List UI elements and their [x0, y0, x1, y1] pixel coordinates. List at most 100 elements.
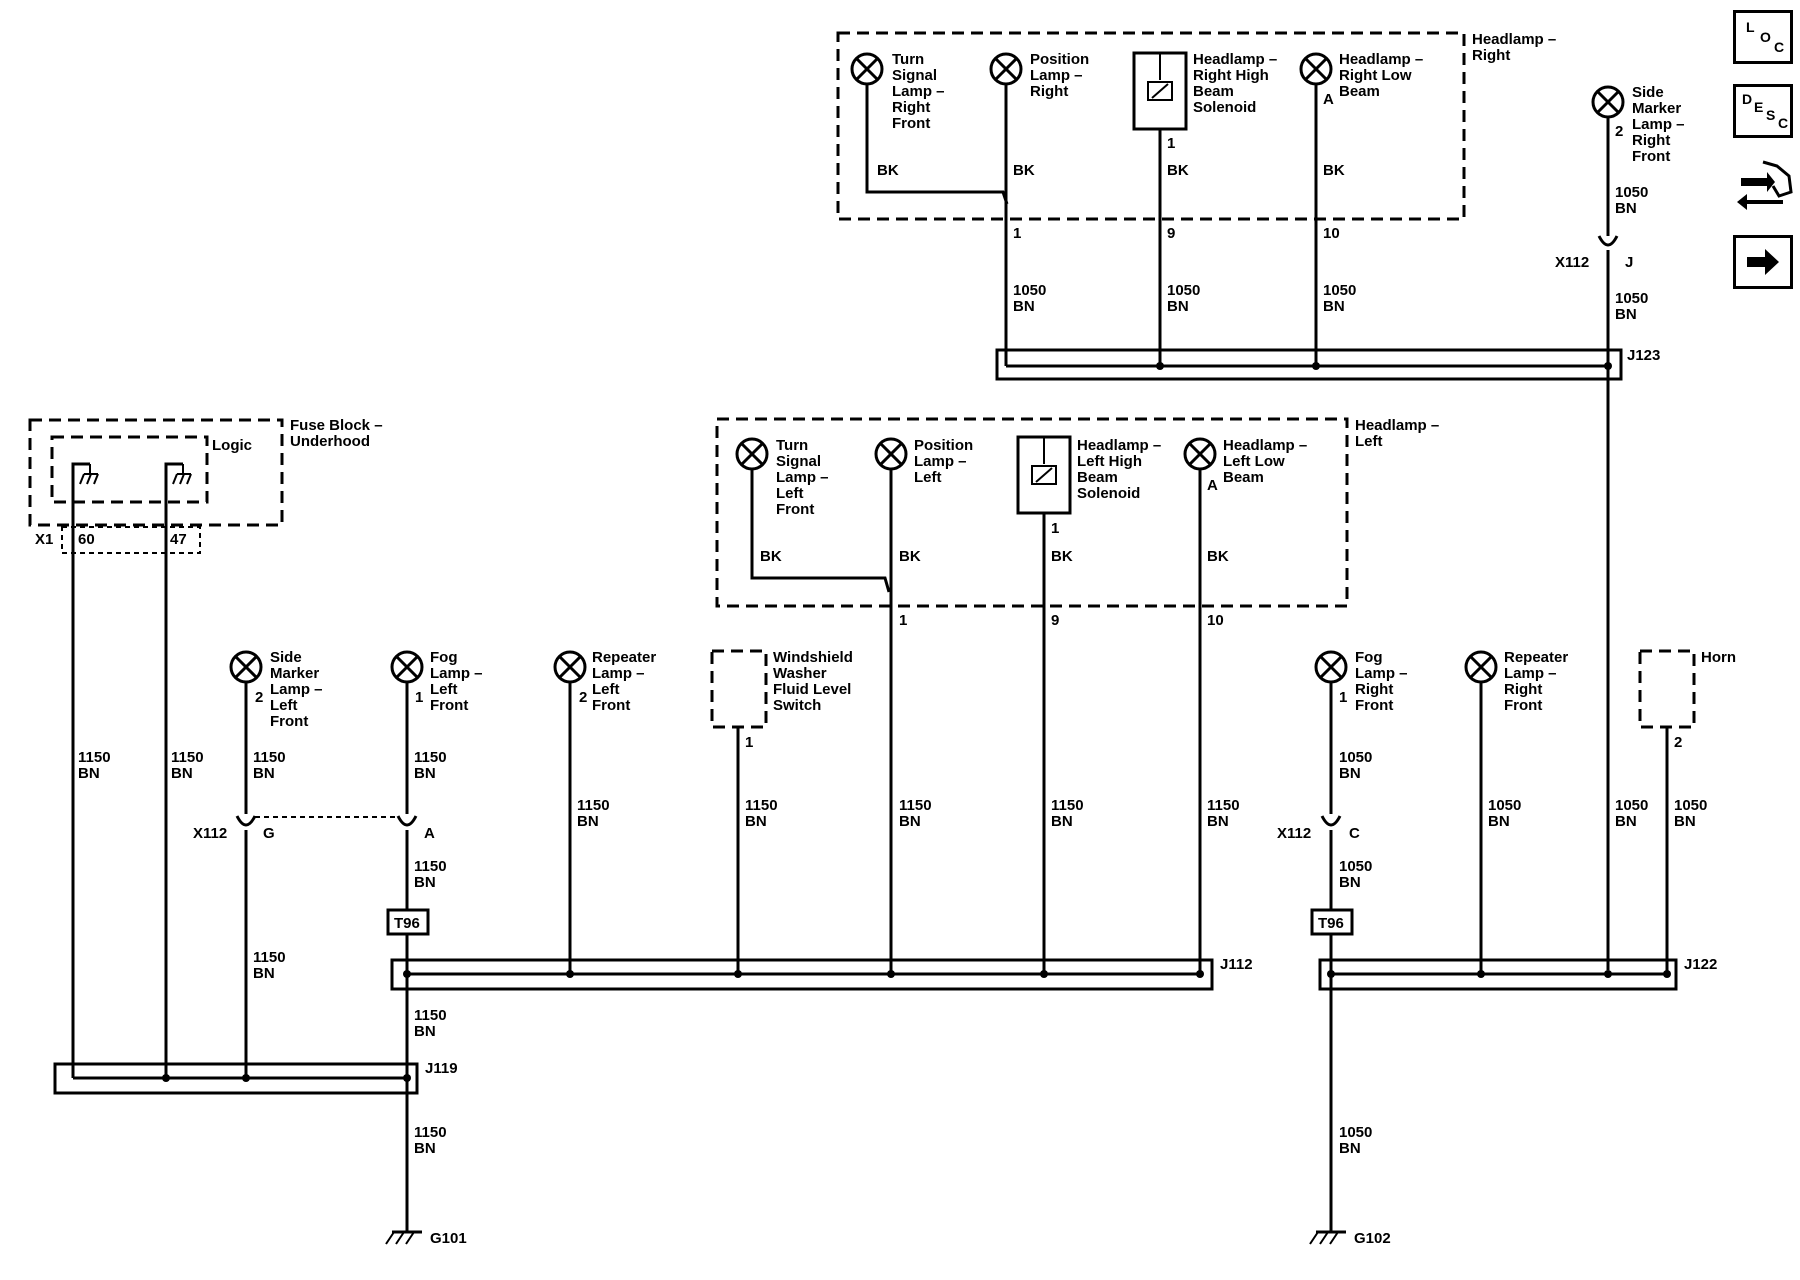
- svg-text:A: A: [424, 825, 435, 842]
- t96-label-right: T96: [1318, 915, 1344, 932]
- location-view-button[interactable]: L O C: [1733, 10, 1793, 64]
- svg-text:9: 9: [1167, 225, 1175, 242]
- svg-text:10: 10: [1207, 612, 1224, 629]
- svg-text:1: 1: [899, 612, 907, 629]
- svg-text:Logic: Logic: [212, 437, 252, 454]
- svg-text:1: 1: [1013, 225, 1021, 242]
- arrow-right-icon: [1747, 249, 1779, 275]
- svg-text:J123: J123: [1627, 347, 1660, 364]
- svg-text:X1: X1: [35, 531, 53, 548]
- splice-pack-j122: J122: [1318, 956, 1717, 991]
- svg-text:BK: BK: [1323, 162, 1345, 179]
- svg-text:BK: BK: [1051, 548, 1073, 565]
- svg-text:G102: G102: [1354, 1230, 1391, 1247]
- splice-pack-j112: J112: [390, 956, 1253, 991]
- desc-letter-c: C: [1778, 115, 1789, 131]
- desc-letter-s: S: [1766, 107, 1776, 123]
- description-view-button[interactable]: D E S C: [1733, 84, 1793, 138]
- desc-letter-d: D: [1742, 91, 1753, 107]
- loc-letter-o: O: [1760, 29, 1771, 45]
- svg-text:BK: BK: [1207, 548, 1229, 565]
- svg-text:BK: BK: [899, 548, 921, 565]
- svg-text:Fuse Block –Underhood: Fuse Block –Underhood: [290, 417, 383, 450]
- svg-text:60: 60: [78, 531, 95, 548]
- svg-text:1: 1: [1051, 520, 1059, 537]
- ground-g101: G101: [385, 1230, 467, 1247]
- loc-letter-c: C: [1774, 39, 1785, 55]
- svg-text:47: 47: [170, 531, 187, 548]
- svg-text:C: C: [1349, 825, 1360, 842]
- svg-text:Horn: Horn: [1701, 649, 1736, 666]
- svg-text:1: 1: [745, 734, 753, 751]
- diagnostic-repair-icon-button[interactable]: [1733, 156, 1793, 216]
- svg-text:J112: J112: [1220, 956, 1253, 973]
- svg-text:G: G: [263, 825, 275, 842]
- next-page-button[interactable]: [1733, 235, 1793, 289]
- svg-text:G101: G101: [430, 1230, 467, 1247]
- svg-text:2: 2: [1615, 123, 1623, 140]
- svg-text:A: A: [1207, 477, 1218, 494]
- svg-text:BK: BK: [1167, 162, 1189, 179]
- splice-pack-j123: J123: [995, 347, 1660, 381]
- desc-letter-e: E: [1754, 99, 1764, 115]
- svg-text:1: 1: [1167, 135, 1175, 152]
- svg-text:X112: X112: [1555, 254, 1589, 271]
- svg-text:X112: X112: [1277, 825, 1311, 842]
- headlamp-right-label: Headlamp –Right: [1472, 31, 1556, 64]
- svg-text:A: A: [1323, 91, 1334, 108]
- svg-text:9: 9: [1051, 612, 1059, 629]
- loc-letter-l: L: [1746, 19, 1755, 35]
- ground-g102: G102: [1309, 1230, 1391, 1247]
- fuse-block-underhood: Fuse Block –Underhood Logic X1 60 47 115…: [28, 417, 383, 1078]
- splice-pack-j119: J119: [53, 1060, 458, 1095]
- svg-text:10: 10: [1323, 225, 1340, 242]
- svg-text:1: 1: [1339, 689, 1347, 706]
